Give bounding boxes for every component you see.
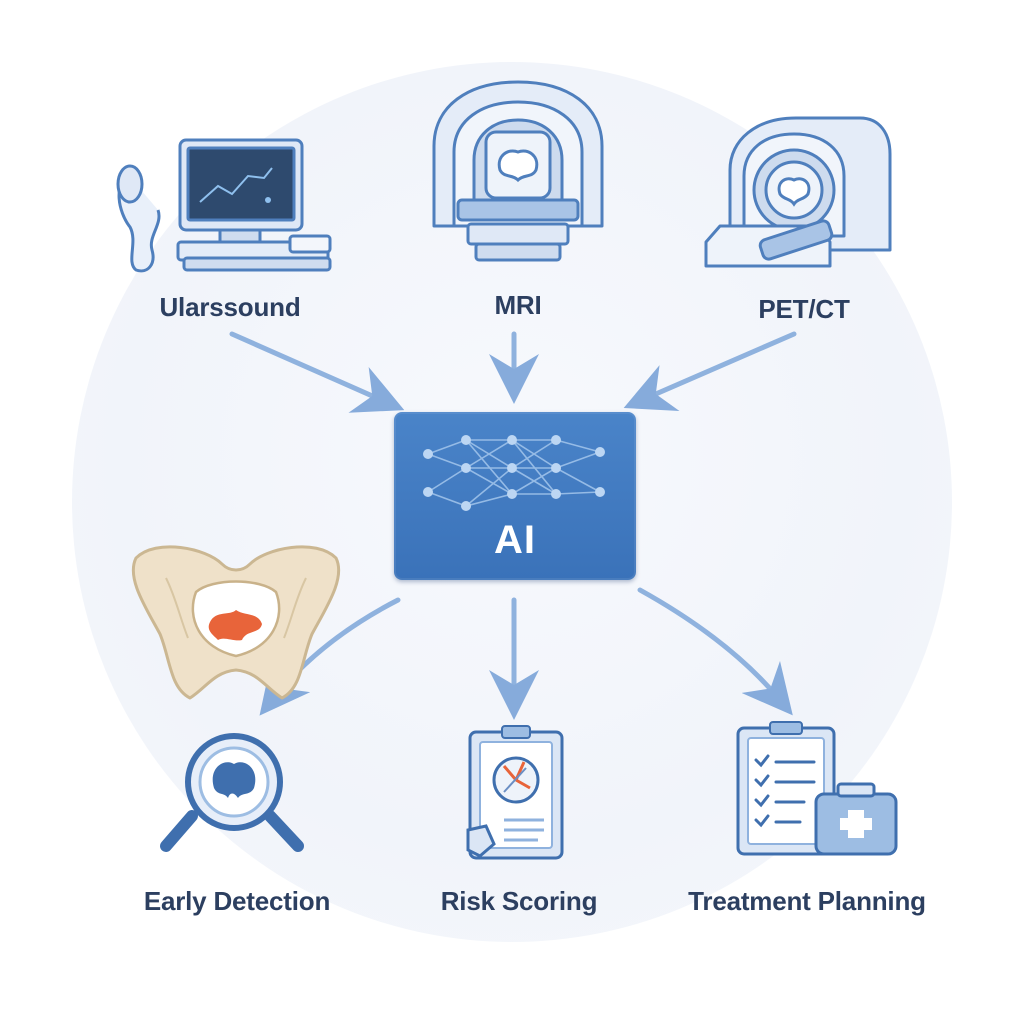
clipboard-report-icon [466, 725, 564, 860]
ai-box: AI [394, 412, 636, 580]
magnifier-icon [160, 733, 304, 852]
output-label-risk-scoring: Risk Scoring [440, 886, 598, 916]
pet-ct-scanner-icon [704, 116, 892, 268]
ultrasound-machine-icon [116, 138, 332, 273]
mri-scanner-icon [432, 80, 604, 262]
neural-network-icon [423, 435, 605, 511]
checklist-medkit-icon [736, 721, 898, 856]
arrow-petct-to-ai [623, 331, 797, 411]
output-label-treatment-planning: Treatment Planning [688, 886, 926, 916]
input-label-ultrasound: Ularssound [159, 292, 301, 322]
arrow-ultrasound-to-ai [229, 331, 405, 413]
output-label-early-detection: Early Detection [143, 886, 331, 916]
pelvis-anatomy-icon [131, 545, 341, 700]
input-label-petct: PET/CT [758, 294, 850, 324]
input-label-mri: MRI [494, 290, 542, 320]
ai-label: AI [494, 518, 536, 562]
arrow-ai-to-treatment-planning [637, 587, 793, 716]
